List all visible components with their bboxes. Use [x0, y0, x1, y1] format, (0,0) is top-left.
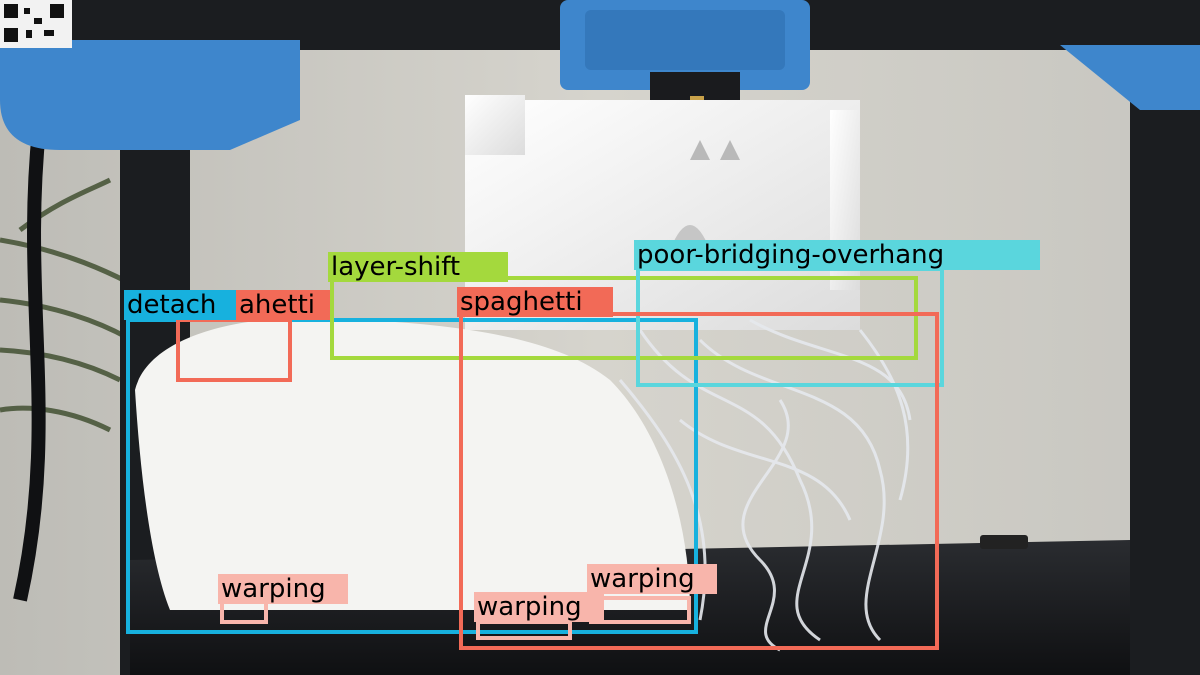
spaghetti-label: spaghetti [457, 287, 613, 317]
spaghetti-box [459, 312, 939, 650]
warping-label-right: warping [587, 564, 717, 594]
warping-box-middle [476, 620, 572, 640]
warping-label-left: warping [218, 574, 348, 604]
bracket-left [0, 40, 300, 150]
detach-label: detach [124, 290, 236, 320]
detach-box [126, 318, 698, 634]
warping-box-right [589, 596, 691, 624]
bed-clip [980, 535, 1028, 549]
layer-shift-box [330, 276, 918, 360]
print-blob [135, 317, 690, 610]
print-head [560, 0, 810, 108]
poor-bridging-overhang-label: poor-bridging-overhang [634, 240, 1040, 270]
bracket-right [1060, 45, 1200, 110]
warping-label-middle: warping [474, 592, 604, 622]
cable [13, 119, 47, 602]
layer-shift-label: layer-shift [328, 252, 508, 282]
ahetti-box [176, 318, 292, 382]
ahetti-label: ahetti [236, 290, 330, 320]
frame-post-right [1130, 60, 1200, 675]
qr-code-icon [0, 0, 72, 48]
